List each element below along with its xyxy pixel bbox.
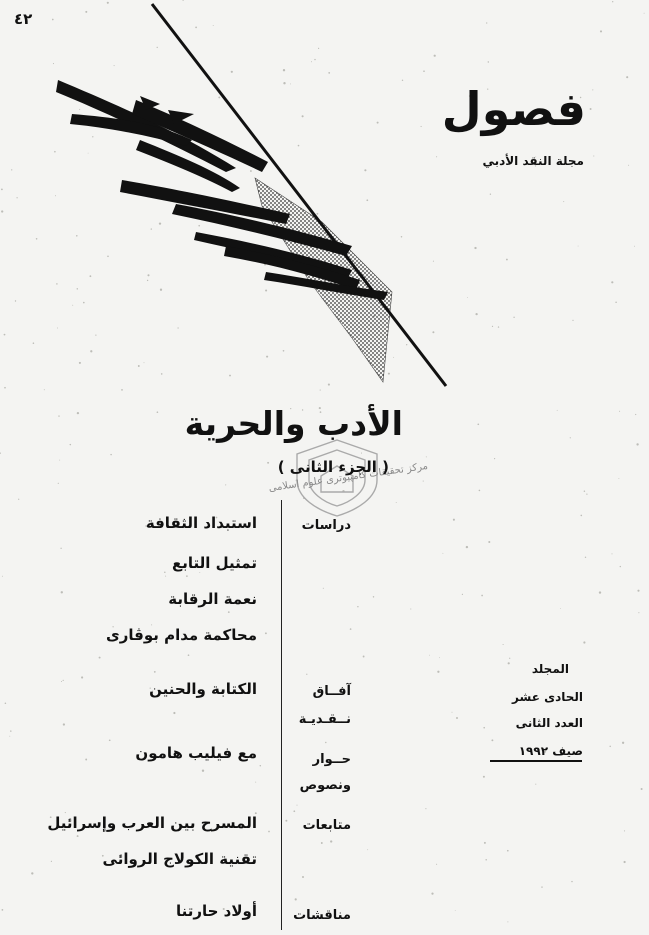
issue-title: الأدب والحرية bbox=[184, 404, 403, 443]
magazine-logo: فصول مجلة النقد الأدبي bbox=[402, 82, 592, 174]
article-title: تقنية الكولاج الروائى bbox=[102, 850, 257, 868]
article-title: نعمة الرقابة bbox=[168, 590, 257, 608]
article-title: أولاد حارتنا bbox=[175, 902, 257, 920]
article-title: تمثيل التابع bbox=[172, 554, 257, 572]
section-divider-line bbox=[281, 500, 282, 930]
article-title: الكتابة والحنين bbox=[149, 680, 257, 698]
brush-stroke bbox=[172, 204, 352, 256]
volume-value: الحادى عشر bbox=[512, 690, 583, 704]
logo-wordmark: فصول bbox=[441, 82, 586, 136]
section-label-dialogue-line2: ونصوص bbox=[299, 778, 351, 793]
section-label-discussions: مناقشات bbox=[293, 908, 351, 923]
brush-fleck bbox=[140, 96, 160, 110]
section-label-studies: دراسات bbox=[301, 518, 351, 533]
library-seal-icon bbox=[296, 439, 378, 517]
section-label-critical-horizons-line2: نــقـديـة bbox=[298, 712, 351, 727]
brush-fleck bbox=[168, 110, 194, 124]
section-label-dialogue-line1: حــوار bbox=[312, 752, 351, 767]
logo-subtitle: مجلة النقد الأدبي bbox=[482, 154, 584, 168]
brush-stroke bbox=[132, 100, 268, 172]
issue-number: العدد الثانى bbox=[515, 716, 583, 730]
season-year: صيف ١٩٩٢ bbox=[518, 744, 583, 758]
brush-stroke bbox=[224, 246, 360, 290]
volume-label: المجلد bbox=[531, 662, 569, 676]
issue-subtitle: ( الجزء الثانى ) bbox=[277, 458, 389, 476]
brush-stroke bbox=[264, 272, 388, 300]
article-title: استبداد الثقافة bbox=[145, 514, 257, 532]
article-title: المسرح بين العرب وإسرائيل bbox=[47, 814, 257, 832]
brush-stroke bbox=[136, 140, 240, 192]
divider-rule bbox=[490, 760, 582, 762]
diagonal-line bbox=[150, 3, 448, 387]
brush-stroke bbox=[120, 180, 290, 224]
article-title: محاكمة مدام بوڤارى bbox=[105, 626, 257, 644]
section-label-critical-horizons-line1: آفــاق bbox=[312, 684, 351, 699]
brush-stroke bbox=[70, 114, 192, 146]
page-number: ٤٢ bbox=[14, 10, 33, 28]
section-label-follow-ups: متابعات bbox=[302, 818, 351, 833]
article-title: مع فيليب هامون bbox=[135, 744, 257, 762]
